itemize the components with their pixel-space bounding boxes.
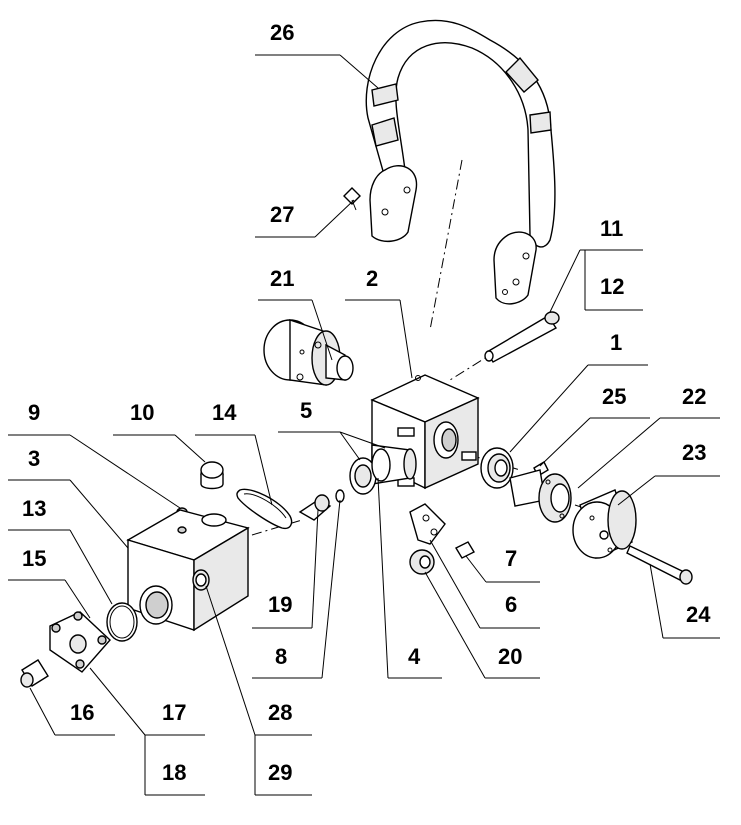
callout-10: 10	[130, 400, 154, 425]
part-3-pump-housing	[126, 509, 250, 632]
part-11-shaft-pin	[484, 311, 560, 363]
callout-labels: 26 27 11 12 21 2 1 25 22 23 24 9 10 14 5…	[22, 20, 711, 785]
callout-11: 11	[600, 216, 623, 241]
callout-15: 15	[22, 546, 46, 571]
callout-8: 8	[275, 644, 287, 669]
callout-26: 26	[270, 20, 294, 45]
callout-2: 2	[366, 266, 378, 291]
part-21-drive-motor	[263, 319, 354, 386]
part-15-cover-plate	[49, 611, 111, 673]
callout-19: 19	[268, 592, 292, 617]
part-6-clamp-block	[409, 503, 446, 545]
callout-22: 22	[682, 384, 706, 409]
callout-28: 28	[268, 700, 292, 725]
part-27-handle-pin	[343, 187, 361, 211]
part-29-plug-screw	[195, 573, 207, 587]
callout-5: 5	[300, 398, 312, 423]
callout-14: 14	[212, 400, 237, 425]
part-22-flange-hub	[509, 469, 572, 523]
part-1-bearing-ring	[480, 447, 514, 489]
part-7-dowel-pin	[455, 541, 475, 559]
part-23-end-cylinder	[572, 489, 637, 559]
callout-4: 4	[408, 644, 421, 669]
part-5-spindle-collar	[349, 444, 417, 495]
part-26-handle-frame	[365, 19, 556, 305]
callout-3: 3	[28, 446, 40, 471]
callout-25: 25	[602, 384, 626, 409]
part-13-o-ring	[106, 602, 138, 642]
callout-1: 1	[610, 330, 622, 355]
callout-20: 20	[498, 644, 522, 669]
callout-17: 17	[162, 700, 186, 725]
part-19-fitting	[298, 494, 332, 521]
callout-7: 7	[505, 546, 517, 571]
callout-27: 27	[270, 202, 294, 227]
part-24-long-bolt	[626, 545, 693, 585]
leader-lines	[8, 54, 720, 796]
callout-21: 21	[270, 266, 294, 291]
callout-6: 6	[505, 592, 517, 617]
callout-16: 16	[70, 700, 94, 725]
callout-9: 9	[28, 400, 40, 425]
callout-23: 23	[682, 440, 706, 465]
part-10-filler-cap	[200, 461, 224, 490]
part-16-nipple-fitting	[20, 659, 49, 688]
callout-18: 18	[162, 760, 186, 785]
callout-12: 12	[600, 274, 624, 299]
callout-29: 29	[268, 760, 292, 785]
callout-24: 24	[686, 602, 711, 627]
part-20-spacer-ring	[409, 549, 435, 575]
part-14-gasket-band	[236, 488, 293, 530]
callout-13: 13	[22, 496, 46, 521]
